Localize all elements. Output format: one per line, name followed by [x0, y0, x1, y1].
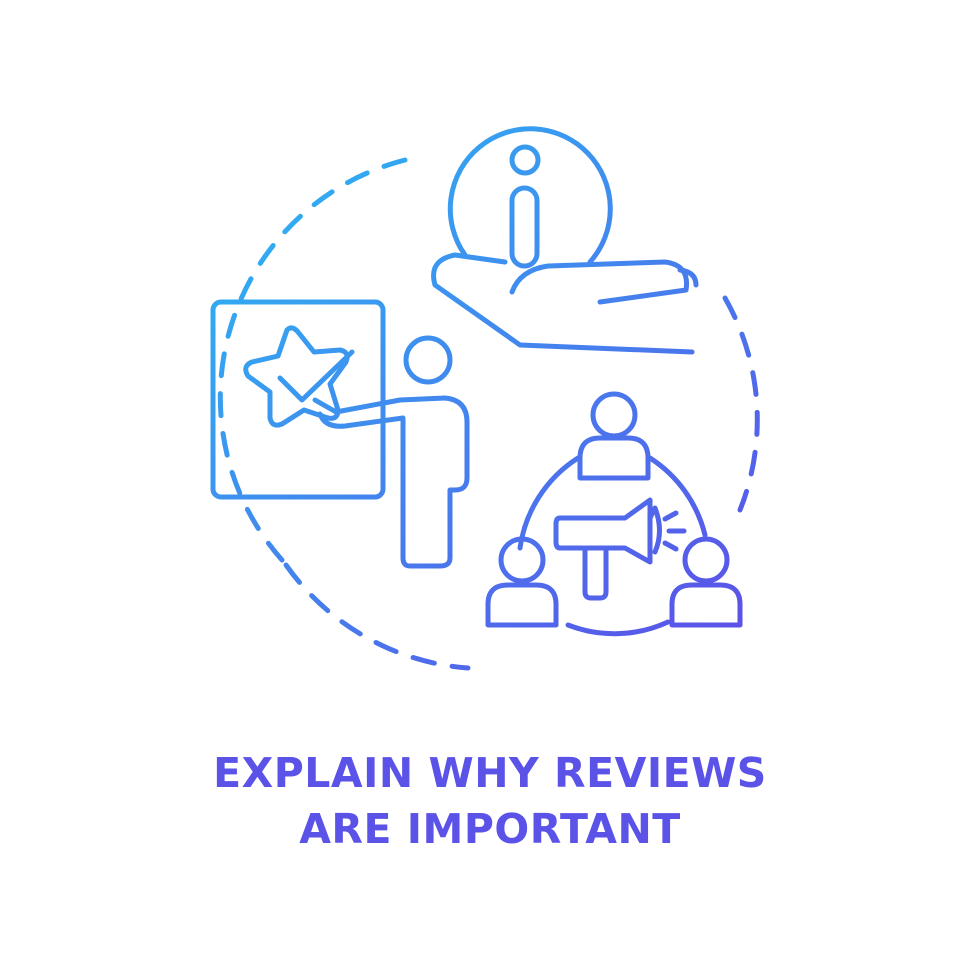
presenter-person-icon: [312, 335, 470, 569]
caption-title: EXPLAIN WHY REVIEWS ARE IMPORTANT: [0, 745, 980, 857]
open-hand-icon: [431, 252, 699, 355]
info-icon: [447, 126, 613, 269]
megaphone-icon: [553, 497, 687, 601]
dashed-ring-icon: [217, 157, 760, 671]
caption-line-1: EXPLAIN WHY REVIEWS: [213, 749, 767, 797]
caption-line-2: ARE IMPORTANT: [299, 805, 681, 853]
community-network-icon: [485, 391, 743, 637]
presentation-board-icon: [210, 299, 386, 500]
star-check-icon: [243, 325, 355, 428]
